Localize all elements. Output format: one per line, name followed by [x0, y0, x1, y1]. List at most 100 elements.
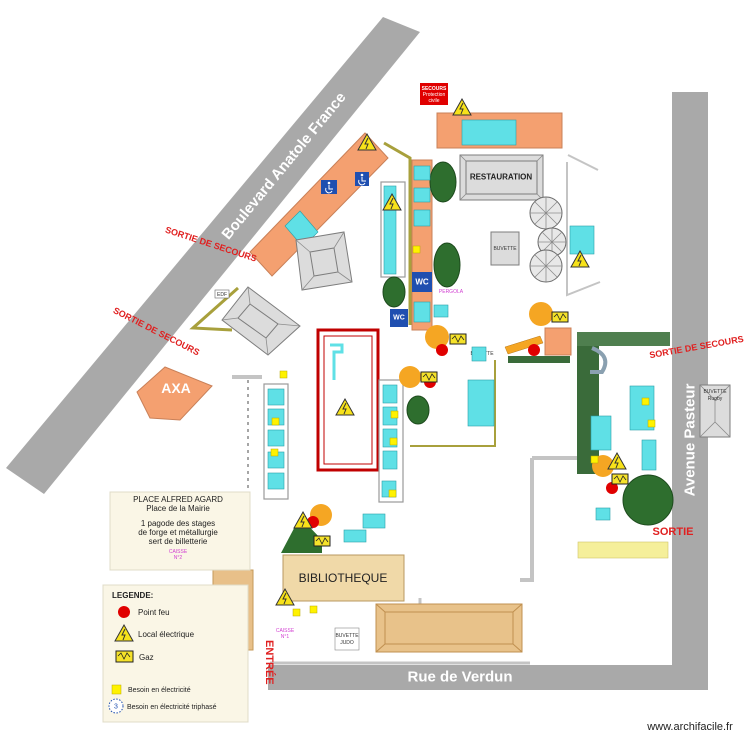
power-need-icon [292, 608, 301, 617]
power-need-icon [271, 417, 280, 426]
pavilion-roof-inner [309, 247, 339, 277]
rue-road [268, 665, 708, 690]
pergola-label: PERGOLA [439, 289, 464, 295]
central-stage [323, 335, 373, 465]
accessibility-sign [321, 172, 369, 194]
gas-icon [449, 333, 467, 345]
pavilion-roof-lines [221, 286, 301, 356]
electrical-room-icon [275, 587, 295, 606]
legend-electrical-room: Local électrique [138, 630, 195, 639]
secours-label: SECOURS [422, 86, 447, 92]
bibliotheque-building [282, 554, 405, 602]
gas-icon [313, 535, 331, 547]
stand-box [413, 165, 431, 181]
buvette-judo-label: BUVETTE [335, 633, 359, 639]
legend-three-phase-need: Besoin en électricité triphasé [127, 704, 217, 711]
gas-icon [420, 371, 438, 383]
power-need-icon [309, 605, 318, 614]
gas-icon [551, 311, 569, 323]
three-phase-icon [108, 698, 124, 714]
edf-label: EDF [217, 292, 227, 298]
power-need-icon [412, 245, 421, 254]
central-stage-outline [316, 328, 380, 472]
pavilion-roof-inner [465, 160, 538, 195]
place-line: de forge et métallurgie [138, 528, 218, 537]
place-line: sert de billetterie [149, 537, 208, 546]
place-line: 1 pagode des stages [141, 519, 215, 528]
buvette-rugby-label: BUVETTE [703, 389, 727, 395]
bottom-building [375, 603, 523, 653]
secours-box [420, 83, 448, 105]
stand-box [267, 388, 285, 406]
forge-area-marker [425, 325, 449, 349]
entrance-label: ENTRÉE [263, 640, 276, 685]
exit-zone [577, 541, 669, 559]
building-boulevard [249, 132, 389, 277]
pavilion [221, 286, 301, 356]
wc-label: WC [415, 278, 429, 287]
place-info-box [109, 491, 251, 571]
umbrella-ribs [530, 197, 562, 229]
axa-label: AXA [161, 380, 191, 396]
electrical-room-icon [570, 249, 590, 268]
electrical-room-icon [452, 97, 472, 116]
stand-box [590, 415, 612, 451]
pavilion-roof-lines [295, 231, 353, 291]
power-need-icon [111, 684, 122, 695]
legend-fire-point: Point feu [138, 608, 170, 617]
caisse-1-label: N°1 [281, 634, 290, 640]
boundary-line [566, 154, 601, 297]
stand-box [471, 346, 487, 362]
gas-icon-mark [451, 335, 465, 343]
lightning-icon [614, 456, 619, 469]
buvette-judo-box [334, 627, 360, 651]
gas-icon-mark [422, 373, 436, 381]
power-need-icon [647, 419, 656, 428]
buvette-rugby-pavilion: BUVETTE Rugby [699, 384, 731, 438]
gas-icon-mark [315, 537, 329, 545]
edf-box [214, 289, 230, 299]
power-need-icon [590, 455, 599, 464]
fire-point-icon [606, 482, 618, 494]
stand-box [382, 450, 398, 470]
electrical-room-icon [335, 397, 355, 416]
electrical-room-icon [114, 623, 134, 642]
umbrella-ribs [530, 250, 562, 282]
lightning-icon [577, 254, 582, 267]
restauration-pavilion: RESTAURATION [459, 154, 544, 201]
legend-title: LEGENDE: [112, 591, 153, 600]
gas-icon [611, 473, 629, 485]
pavilion [295, 231, 353, 291]
stand-box [413, 187, 431, 203]
boundary-line [520, 456, 578, 582]
stand-box [641, 439, 657, 471]
tree [382, 276, 406, 308]
stand-box [267, 429, 285, 447]
legend-power-need: Besoin en électricité [128, 687, 191, 694]
exit-label: SORTIE [653, 526, 694, 538]
tree [429, 161, 457, 203]
umbrella-ribs [538, 228, 566, 256]
umbrellas [529, 196, 567, 283]
boundary-line [270, 598, 530, 665]
fire-point-icon [528, 344, 540, 356]
secours-label: Protection [423, 92, 446, 98]
hedge-strip [508, 356, 570, 363]
lightning-icon [300, 515, 305, 528]
lightning-icon [459, 102, 464, 115]
forge-stand [504, 335, 544, 355]
gas-icon-mark [117, 652, 131, 660]
tree [622, 474, 674, 526]
place-title: PLACE ALFRED AGARD [133, 495, 223, 504]
pavilion-roof [490, 231, 520, 266]
wheelchair-icon-head [360, 173, 364, 177]
credit-link[interactable]: www.archifacile.fr [646, 721, 733, 733]
wheelchair-icon-body [325, 185, 333, 194]
rue-label: Rue de Verdun [407, 669, 512, 686]
fence-line [189, 286, 239, 332]
fence-line [383, 141, 412, 325]
icon-layer [267, 97, 657, 617]
fire-point-icon [118, 606, 130, 618]
gas-icon-mark [553, 313, 567, 321]
electrical-room-icon [382, 192, 402, 211]
